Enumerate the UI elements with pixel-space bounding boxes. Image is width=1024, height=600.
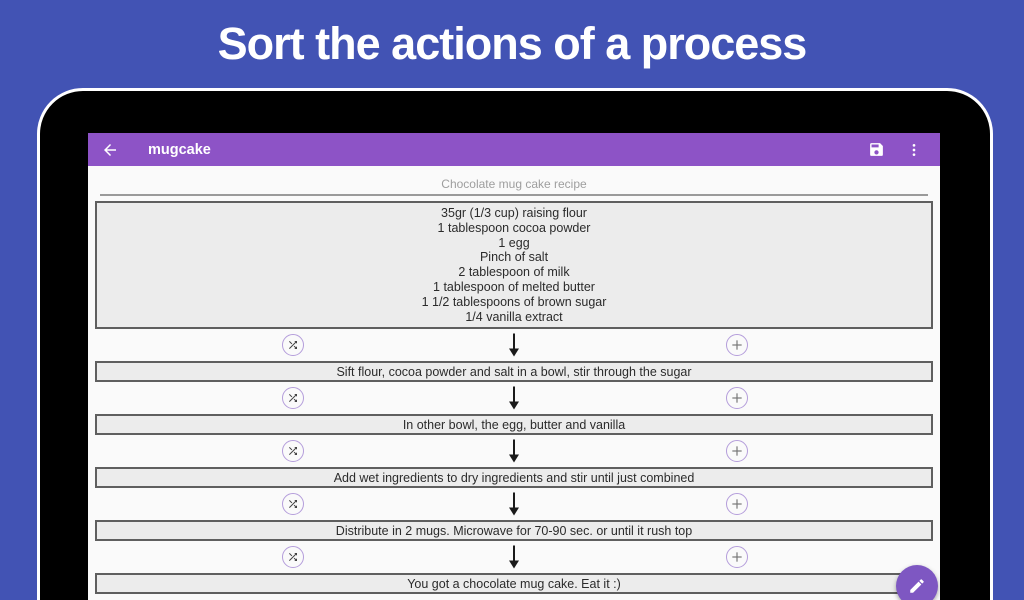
tablet-frame: mugcake Chocolate mug cake recipe 35gr (…	[37, 88, 993, 600]
edit-fab[interactable]	[896, 565, 938, 600]
add-step-button[interactable]	[726, 334, 748, 357]
shuffle-button[interactable]	[282, 546, 304, 569]
down-arrow-icon	[508, 386, 520, 411]
ingredient-line: 1 1/2 tablespoons of brown sugar	[421, 294, 607, 309]
add-step-button[interactable]	[726, 493, 748, 516]
ingredient-line: 35gr (1/3 cup) raising flour	[441, 206, 587, 220]
page-title: Sort the actions of a process	[217, 18, 808, 69]
step-connector	[88, 329, 940, 361]
add-step-button[interactable]	[726, 440, 748, 463]
down-arrow-icon	[508, 545, 520, 570]
ingredient-line: Pinch of salt	[479, 250, 549, 265]
shuffle-button[interactable]	[282, 493, 304, 516]
recipe-content: Chocolate mug cake recipe 35gr (1/3 cup)…	[88, 177, 940, 595]
step-text: In other bowl, the egg, butter and vanil…	[402, 417, 626, 432]
step-box[interactable]: You got a chocolate mug cake. Eat it :)	[95, 573, 933, 595]
step-box[interactable]: In other bowl, the egg, butter and vanil…	[95, 414, 933, 436]
step-text: Add wet ingredients to dry ingredients a…	[333, 470, 695, 485]
shuffle-button[interactable]	[282, 440, 304, 463]
step-connector	[88, 382, 940, 414]
toolbar-actions	[864, 138, 930, 162]
down-arrow-icon	[508, 439, 520, 464]
recipe-title: Chocolate mug cake recipe	[441, 177, 587, 191]
divider	[100, 194, 928, 196]
ingredient-line: 1/4 vanilla extract	[465, 309, 563, 324]
app-screen: mugcake Chocolate mug cake recipe 35gr (…	[88, 133, 940, 600]
step-text: Sift flour, cocoa powder and salt in a b…	[336, 364, 692, 379]
shuffle-button[interactable]	[282, 387, 304, 410]
toolbar-title: mugcake	[148, 141, 211, 158]
steps-list: Sift flour, cocoa powder and salt in a b…	[88, 329, 940, 595]
step-connector	[88, 541, 940, 573]
overflow-menu-icon[interactable]	[902, 138, 926, 162]
ingredient-line: 1 tablespoon cocoa powder	[437, 220, 591, 235]
ingredients-box[interactable]: 35gr (1/3 cup) raising flour 1 tablespoo…	[95, 201, 933, 330]
ingredient-line: 1 egg	[498, 235, 530, 250]
step-connector	[88, 435, 940, 467]
step-text: You got a chocolate mug cake. Eat it :)	[407, 576, 621, 591]
ingredient-line: 1 tablespoon of melted butter	[433, 279, 595, 294]
save-icon[interactable]	[864, 138, 888, 162]
add-step-button[interactable]	[726, 546, 748, 569]
step-text: Distribute in 2 mugs. Microwave for 70-9…	[335, 523, 693, 538]
down-arrow-icon	[508, 492, 520, 517]
add-step-button[interactable]	[726, 387, 748, 410]
step-box[interactable]: Sift flour, cocoa powder and salt in a b…	[95, 361, 933, 383]
step-box[interactable]: Add wet ingredients to dry ingredients a…	[95, 467, 933, 489]
app-toolbar: mugcake	[88, 133, 940, 166]
back-icon[interactable]	[98, 138, 122, 162]
step-connector	[88, 488, 940, 520]
ingredient-line: 2 tablespoon of milk	[458, 265, 570, 280]
step-box[interactable]: Distribute in 2 mugs. Microwave for 70-9…	[95, 520, 933, 542]
down-arrow-icon	[508, 333, 520, 358]
shuffle-button[interactable]	[282, 334, 304, 357]
